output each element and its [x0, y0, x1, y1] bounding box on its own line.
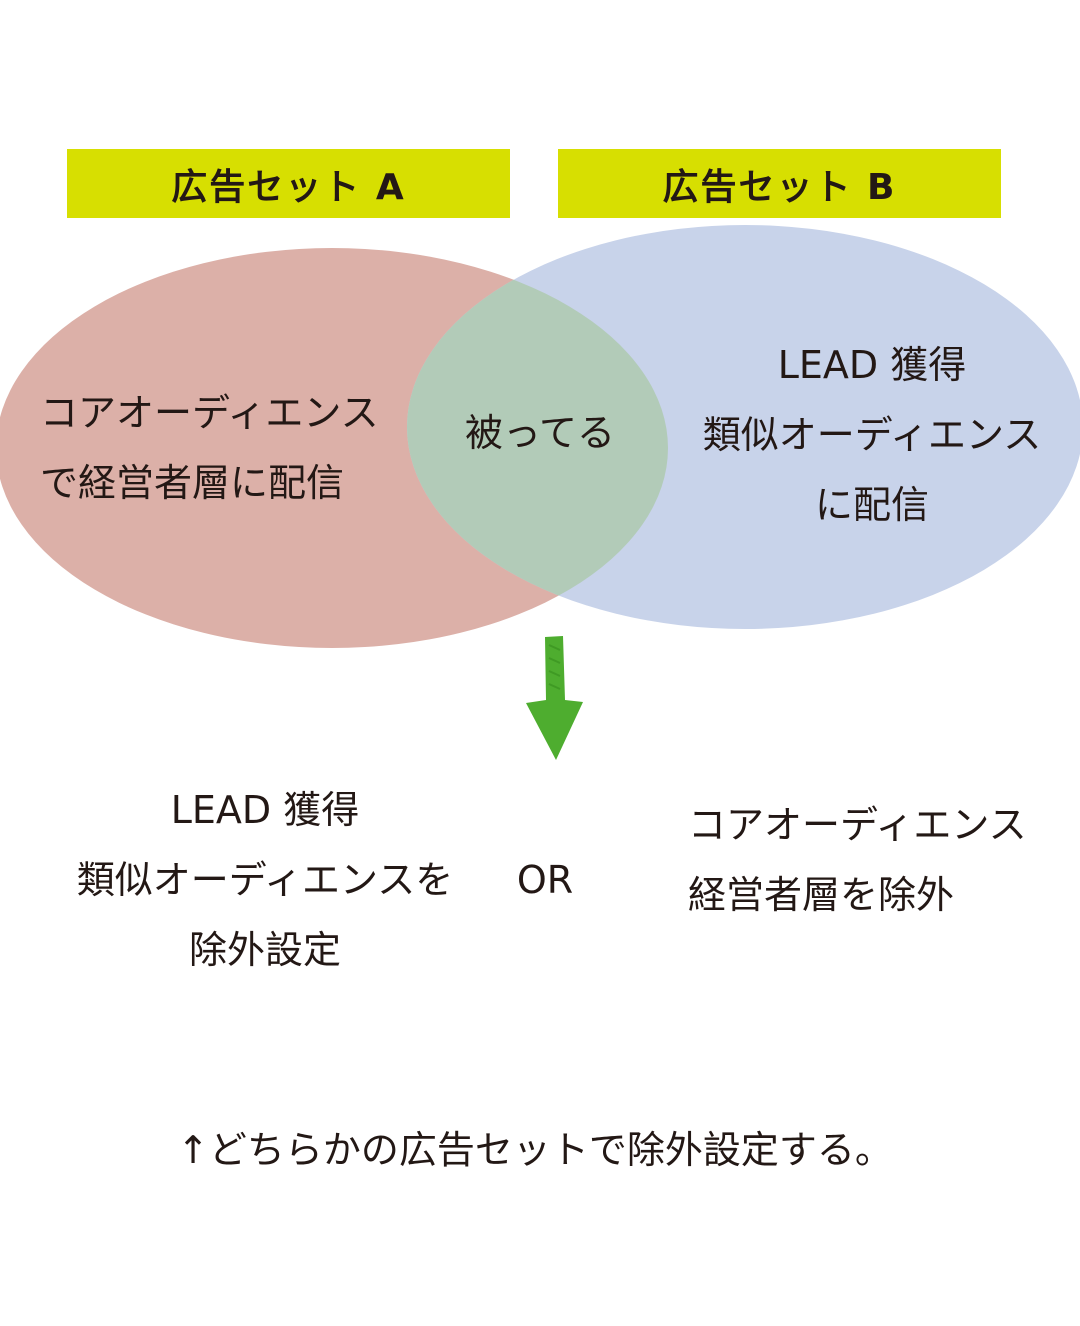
or-label: OR [516, 858, 574, 902]
or-text: OR [495, 845, 595, 915]
overlap-label: 被ってる [464, 411, 616, 455]
venn-right-line-1: LEAD 獲得 [777, 343, 967, 387]
venn-left-line-1: コアオーディエンス [40, 391, 379, 435]
option-right-line-1: コアオーディエンス [688, 803, 1027, 847]
footer-note-text: ↑どちらかの広告セットで除外設定する。 [177, 1128, 893, 1172]
option-right-text: コアオーディエンス 経営者層を除外 [688, 790, 1027, 930]
option-left-text: LEAD 獲得 類似オーディエンスを 除外設定 [40, 775, 490, 985]
ad-set-b-label: 広告セット B [558, 149, 1001, 218]
footer-note: ↑どちらかの広告セットで除外設定する。 [0, 1115, 1070, 1185]
venn-left-text: コアオーディエンス で経営者層に配信 [40, 378, 379, 518]
option-left-line-1: LEAD 獲得 [170, 788, 360, 832]
label-box-a-bg [67, 149, 510, 218]
venn-right-line-3: に配信 [814, 483, 929, 527]
venn-right-text: LEAD 獲得 類似オーディエンス に配信 [672, 330, 1072, 540]
overlap-region [407, 248, 668, 629]
ad-set-b-text: 広告セット B [662, 166, 897, 208]
label-box-b-bg [558, 149, 1001, 218]
option-left-line-3: 除外設定 [188, 928, 341, 972]
option-right-line-2: 経営者層を除外 [688, 873, 955, 917]
option-left-line-2: 類似オーディエンスを [76, 858, 454, 902]
venn-left-line-2: で経営者層に配信 [40, 461, 345, 505]
ad-set-a-text: 広告セット A [171, 166, 406, 208]
venn-right-line-2: 類似オーディエンス [702, 413, 1042, 457]
down-arrow-icon [526, 636, 583, 760]
venn-overlap-text: 被ってる [440, 398, 640, 468]
ad-set-a-label: 広告セット A [67, 149, 510, 218]
